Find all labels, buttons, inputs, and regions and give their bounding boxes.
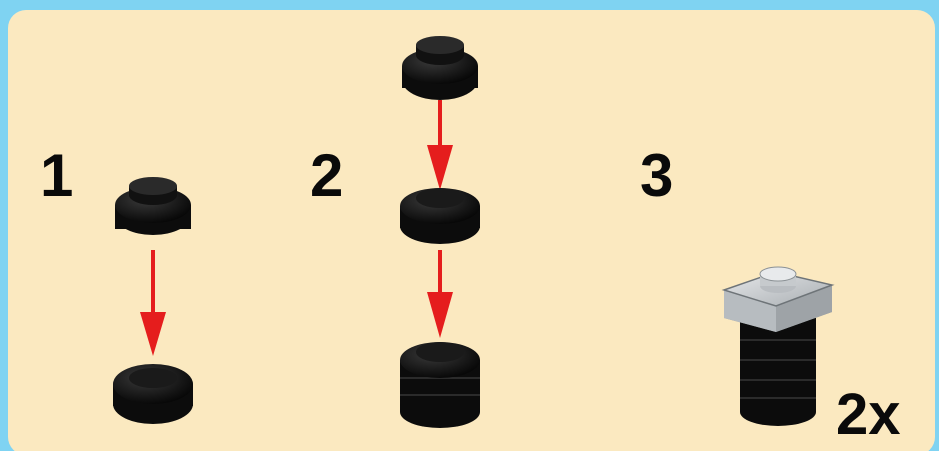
step1-arrow-icon bbox=[140, 250, 166, 356]
step2-bottom-stack-icon bbox=[400, 342, 480, 428]
step2-arrow2-icon bbox=[427, 250, 453, 338]
step-number-1: 1 bbox=[40, 142, 74, 209]
step3-grey-plate-icon bbox=[721, 266, 835, 332]
quantity-label: 2x bbox=[836, 382, 901, 447]
step-number-3: 3 bbox=[640, 142, 674, 209]
step2-top-plate-icon bbox=[402, 36, 478, 100]
step3-black-stack-icon bbox=[740, 318, 816, 426]
step2-arrow1-icon bbox=[427, 100, 453, 190]
step1-bottom-plate-icon bbox=[113, 364, 193, 424]
step2-middle-plate-icon bbox=[400, 188, 480, 244]
step-number-2: 2 bbox=[310, 142, 344, 209]
step1-top-plate-icon bbox=[115, 177, 191, 235]
